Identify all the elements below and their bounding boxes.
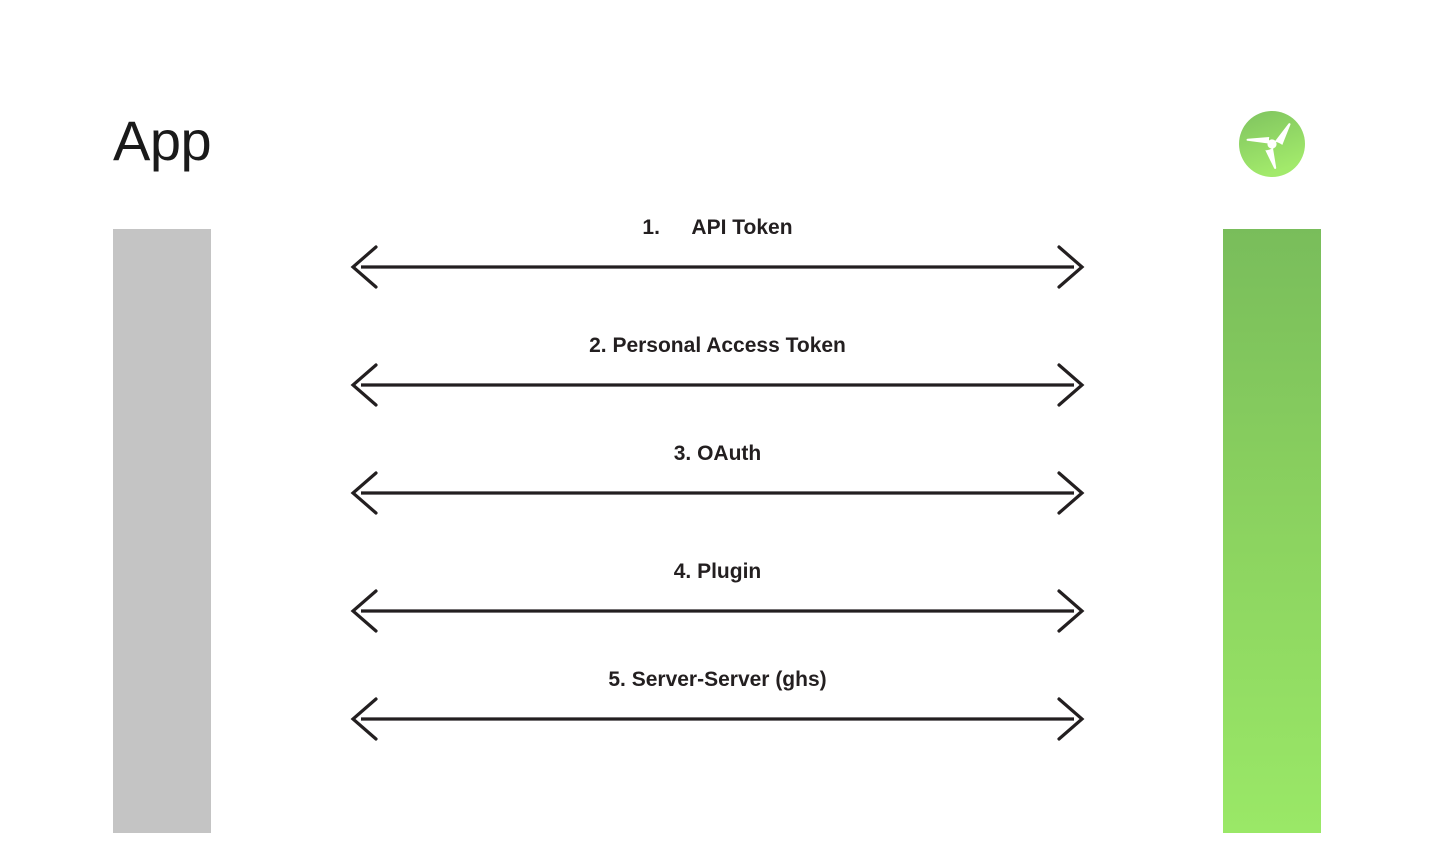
bidirectional-arrow-icon <box>350 697 1085 741</box>
bidirectional-arrow-icon <box>350 471 1085 515</box>
bidirectional-arrow-icon <box>350 363 1085 407</box>
bidirectional-arrow-icon <box>350 245 1085 289</box>
page-title: App <box>113 109 212 172</box>
message-row: 5. Server-Server (ghs) <box>345 668 1090 742</box>
propeller-logo-icon <box>1238 110 1306 178</box>
bidirectional-arrow-icon <box>350 589 1085 633</box>
message-label: 4. Plugin <box>673 560 762 583</box>
lifeline-app <box>113 229 211 833</box>
message-label: 1. API Token <box>642 216 793 239</box>
message-row: 3. OAuth <box>345 442 1090 516</box>
lifeline-service <box>1223 229 1321 833</box>
message-row: 2. Personal Access Token <box>345 334 1090 408</box>
message-row: 1. API Token <box>345 216 1090 290</box>
message-label: 3. OAuth <box>673 442 762 465</box>
message-label: 2. Personal Access Token <box>589 334 846 357</box>
message-label: 5. Server-Server (ghs) <box>608 668 827 691</box>
message-row: 4. Plugin <box>345 560 1090 634</box>
